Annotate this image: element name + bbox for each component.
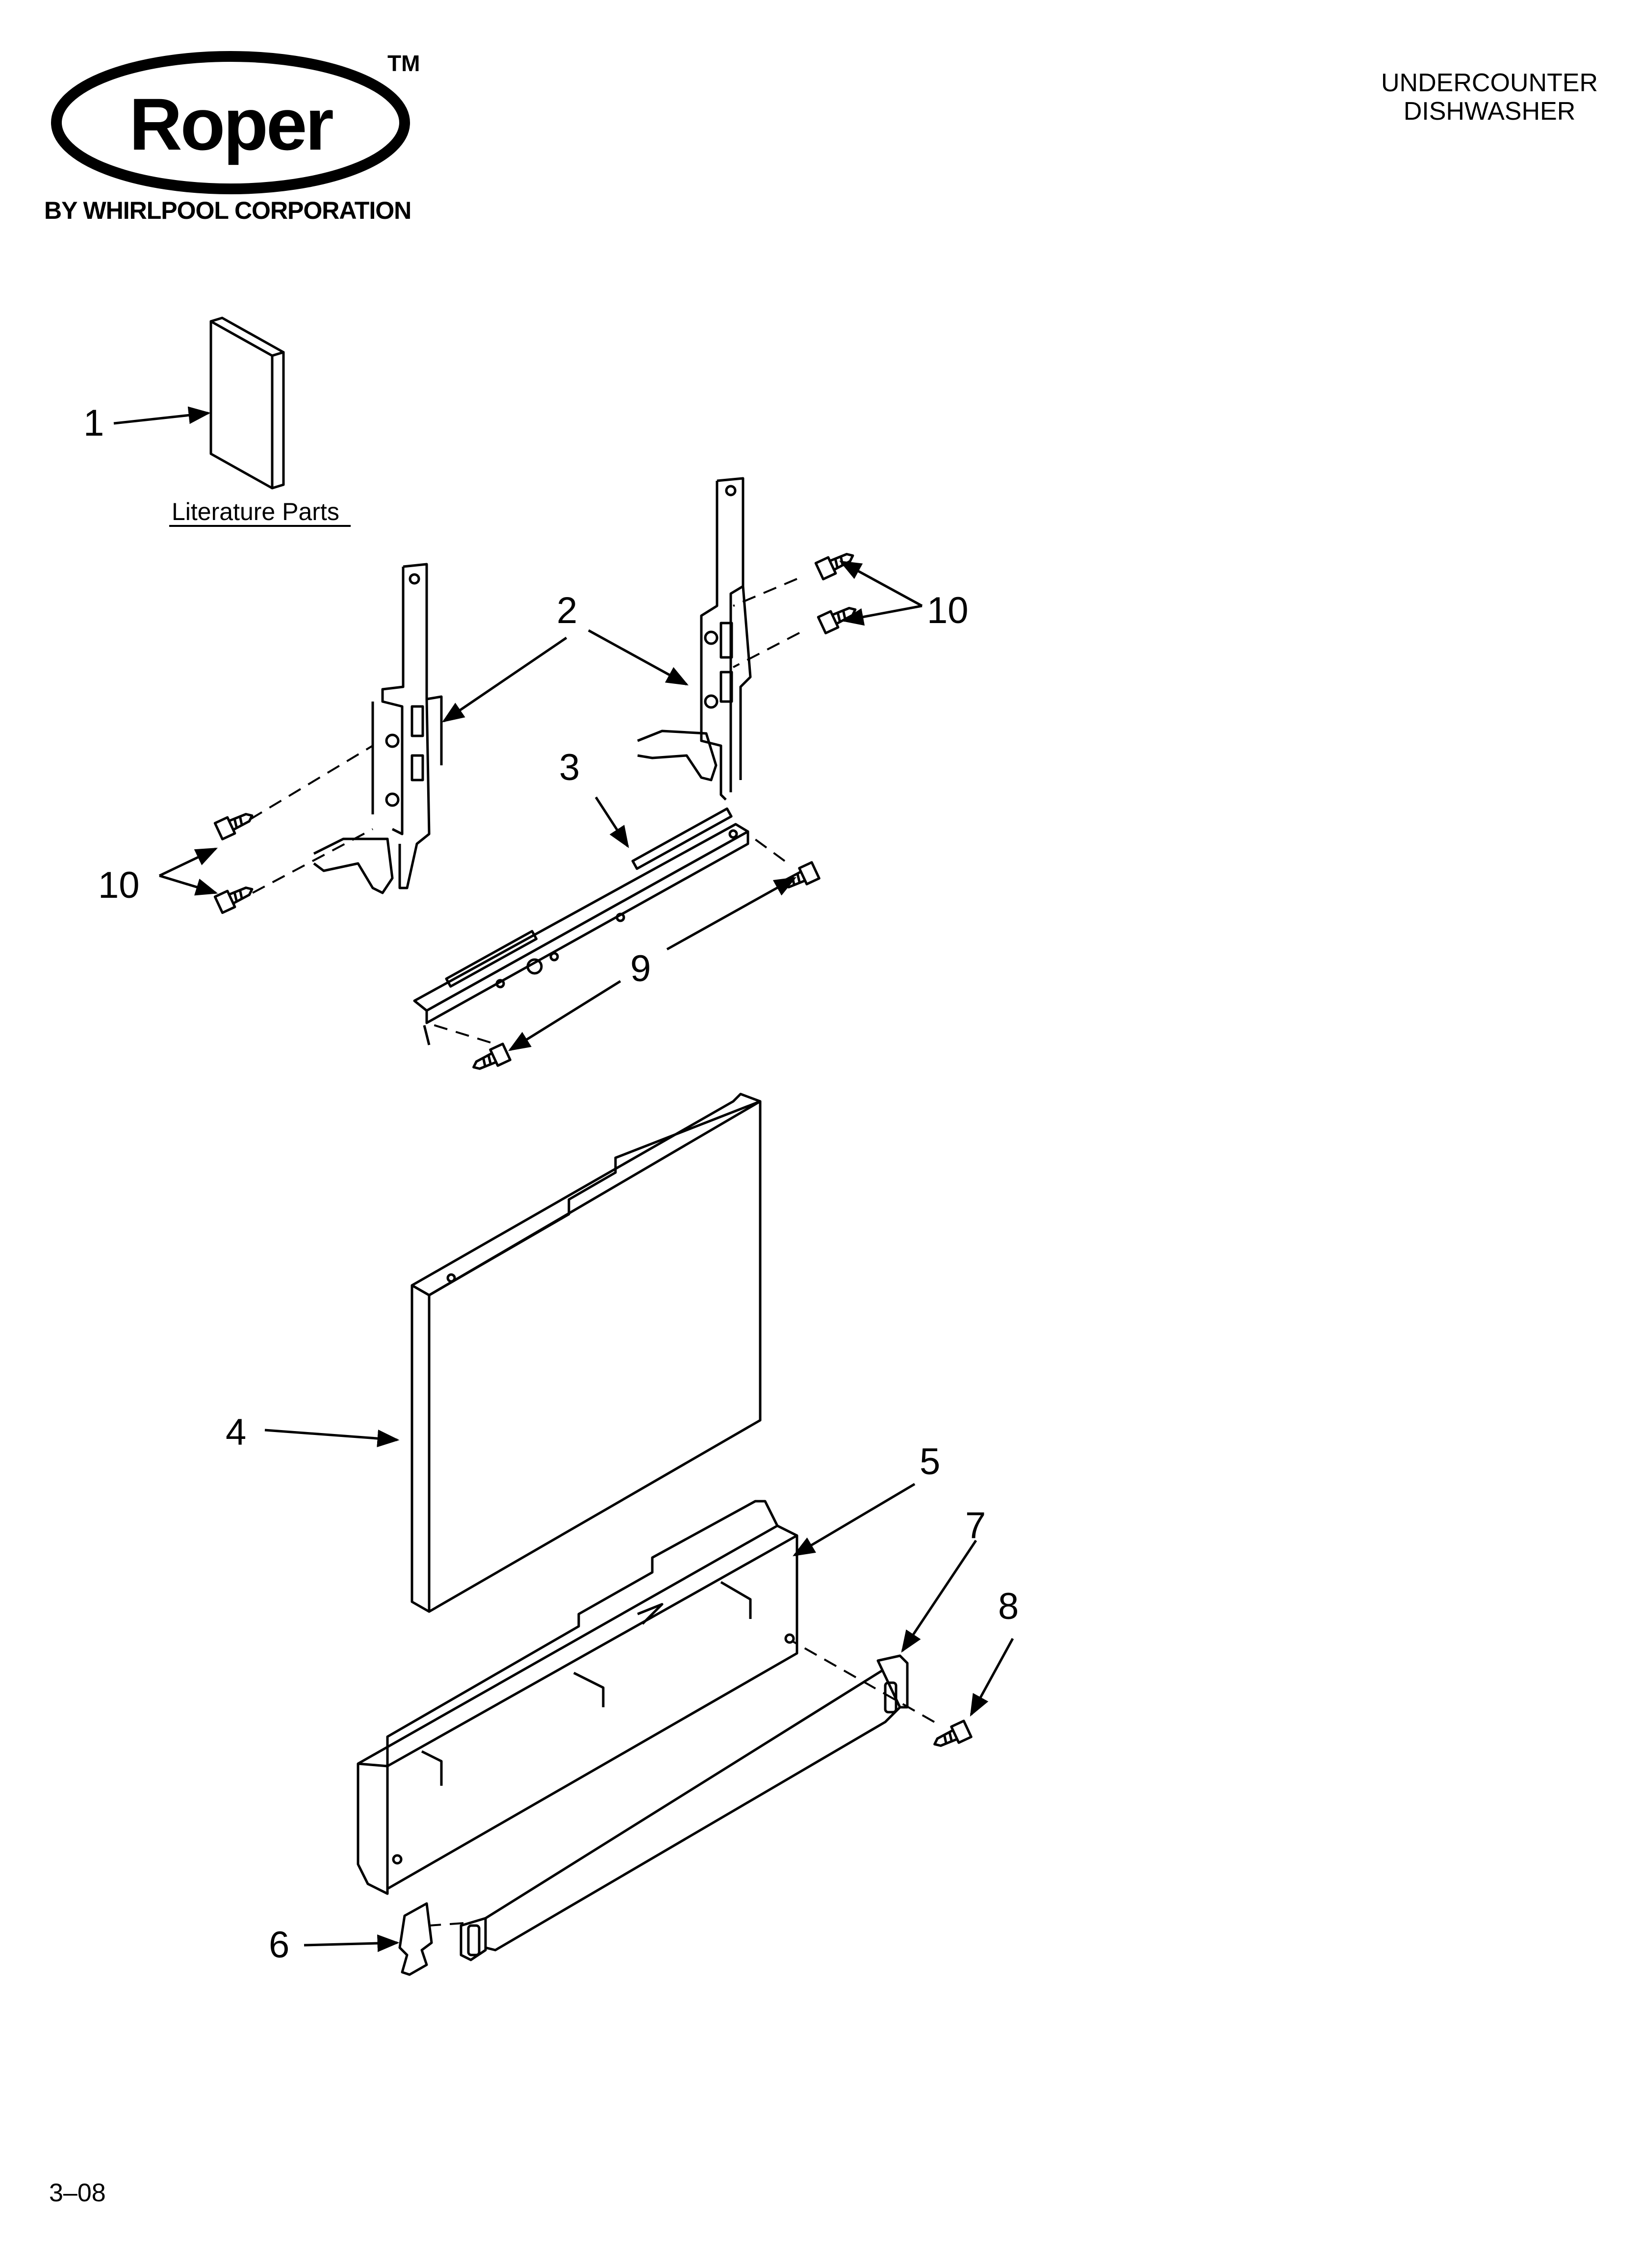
product-title-line1: UNDERCOUNTER <box>1381 69 1598 97</box>
screw-9-left <box>472 1043 512 1070</box>
screw-9-right <box>781 861 821 888</box>
screw-10-upper-2 <box>817 607 857 635</box>
callout-3: 3 <box>559 747 580 788</box>
product-title-line2: DISHWASHER <box>1403 97 1576 126</box>
callout-6: 6 <box>269 1924 289 1966</box>
callout-4: 4 <box>226 1411 246 1453</box>
screw-8 <box>933 1720 973 1747</box>
brand-logo: Roper TM <box>44 49 476 235</box>
product-title: UNDERCOUNTER DISHWASHER <box>1381 69 1598 126</box>
toe-kick-extension <box>460 1654 909 1961</box>
right-hinge-bracket <box>637 477 752 801</box>
callout-5: 5 <box>920 1441 940 1483</box>
callout-2: 2 <box>557 590 577 631</box>
page-code: 3–08 <box>49 2179 106 2207</box>
left-hinge-bracket <box>313 563 443 894</box>
support-rail <box>413 807 749 1045</box>
callout-1: 1 <box>83 402 104 444</box>
trademark-mark: TM <box>387 51 420 76</box>
screw-10-upper-1 <box>814 553 854 581</box>
callout-7: 7 <box>965 1505 986 1546</box>
literature-booklet <box>209 316 285 490</box>
screw-10-lower-1 <box>213 813 254 841</box>
callout-8: 8 <box>998 1586 1019 1627</box>
brand-subtitle: BY WHIRLPOOL CORPORATION <box>44 197 411 224</box>
toe-kick-panel <box>357 1500 798 1895</box>
alignment-lines <box>249 578 935 1927</box>
literature-parts-label: Literature Parts <box>172 498 339 525</box>
logo-text: Roper <box>129 83 333 165</box>
callout-10-lower: 10 <box>98 864 140 906</box>
leader-arrows <box>113 406 1014 1953</box>
door-panel <box>410 1093 762 1613</box>
screw-10-lower-2 <box>213 886 254 914</box>
callout-9: 9 <box>630 948 651 990</box>
clip <box>398 1902 433 1976</box>
callout-10-upper: 10 <box>927 590 969 631</box>
